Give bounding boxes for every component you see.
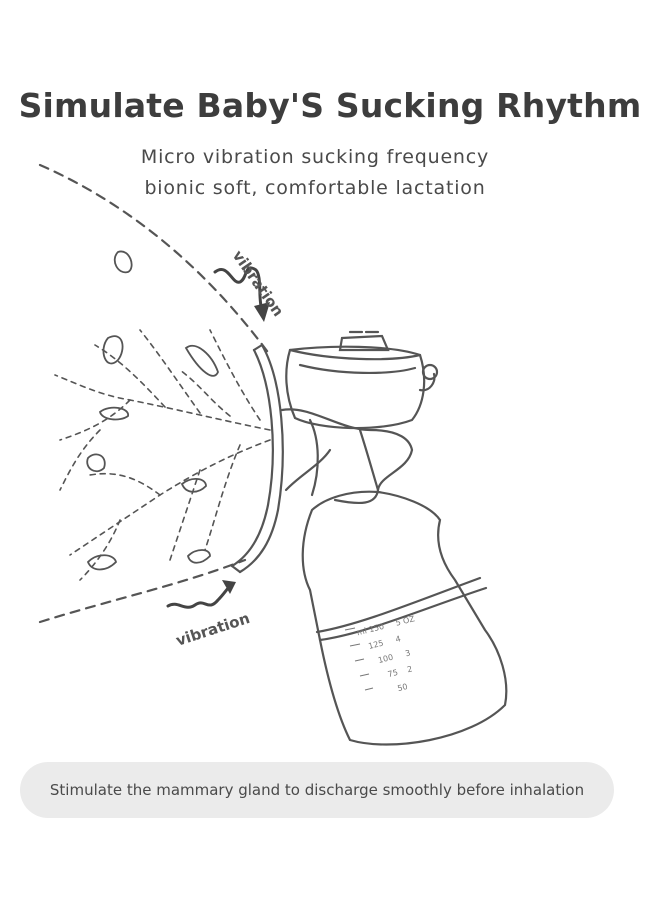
subtitle-line-1: Micro vibration sucking frequency xyxy=(140,146,490,168)
breast-shield xyxy=(238,343,284,574)
pump-neck xyxy=(280,408,414,505)
scale-3: 3 xyxy=(404,648,411,658)
scale-50: 50 xyxy=(397,682,409,693)
scale-5oz: 5 OZ xyxy=(395,614,417,628)
vibration-arrow-bottom xyxy=(166,584,232,609)
bottle-band xyxy=(315,576,482,634)
page-title: Simulate Baby'S Sucking Rhythm xyxy=(18,86,642,125)
subtitle-line-2: bionic soft, comfortable lactation xyxy=(144,177,486,199)
vibration-arrow-top xyxy=(213,266,264,312)
breast-outline-top xyxy=(38,163,272,357)
vibration-label-bottom: vibration xyxy=(174,609,252,650)
breast-outline-bottom xyxy=(38,558,247,624)
milk-bottle xyxy=(301,490,508,746)
arrowhead-bottom-icon xyxy=(222,580,236,594)
milk-gland-blobs xyxy=(86,250,219,571)
pump-motor-head xyxy=(285,345,426,430)
caption-text: Stimulate the mammary gland to discharge… xyxy=(49,781,585,799)
scale-4: 4 xyxy=(395,634,402,644)
scale-2: 2 xyxy=(406,664,413,674)
milk-ducts xyxy=(54,329,271,581)
caption-pill: Stimulate the mammary gland to discharge… xyxy=(20,762,614,818)
scale-75: 75 xyxy=(387,668,399,679)
arrowhead-top-icon xyxy=(254,302,270,322)
bottle-scale-labels: ml 150 5 OZ 125 4 100 3 75 2 50 xyxy=(356,614,417,693)
scale-100: 100 xyxy=(377,653,394,665)
bottle-scale xyxy=(344,627,374,691)
scale-125: 125 xyxy=(367,639,384,651)
scale-150: ml 150 xyxy=(356,622,385,637)
